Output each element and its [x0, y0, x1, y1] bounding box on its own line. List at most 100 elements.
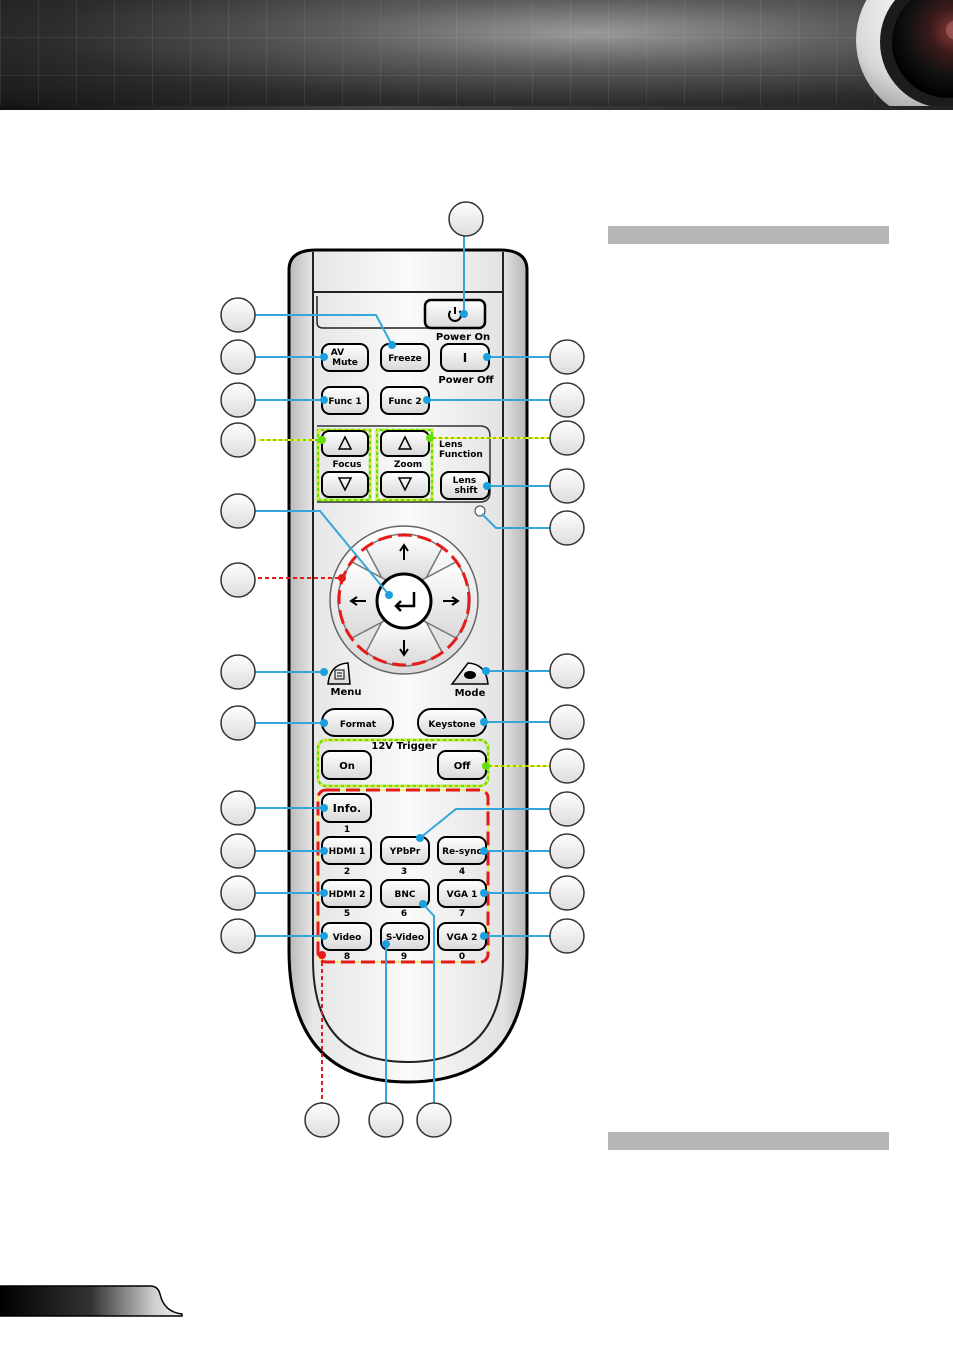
digit-label: 0	[459, 952, 465, 962]
freeze-button[interactable]	[380, 343, 430, 372]
lens-shift-label-line1: Lens	[453, 476, 477, 486]
arrow-up-icon	[399, 543, 409, 560]
mode-label: Mode	[455, 688, 486, 699]
leader-endpoint-dot	[338, 574, 346, 582]
leader-endpoint-dot	[320, 804, 328, 812]
callout-circle	[549, 468, 585, 504]
callout-circle	[549, 704, 585, 740]
lens-function-label-line2: Function	[439, 450, 483, 460]
arrow-down-icon	[399, 640, 409, 657]
callout-circle	[220, 339, 256, 375]
callout-circle	[220, 833, 256, 869]
zoom-up-button[interactable]	[380, 430, 430, 457]
leader-endpoint-dot	[320, 932, 328, 940]
leader-endpoint-dot	[419, 900, 427, 908]
leader-endpoint-dot	[480, 847, 488, 855]
digit-label: 4	[459, 867, 465, 877]
resync-label: Re-sync	[442, 847, 482, 857]
mode-icon	[464, 671, 476, 679]
keystone-label: Keystone	[428, 720, 475, 730]
leader-endpoint-dot	[483, 353, 491, 361]
leader-endpoint-dot	[320, 353, 328, 361]
menu-label: Menu	[331, 687, 362, 698]
footer-page-tab	[0, 1285, 183, 1317]
ypbpr-label: YPbPr	[389, 847, 421, 857]
func2-label: Func 2	[388, 397, 421, 407]
callout-circle	[549, 748, 585, 784]
remote-top-panel	[316, 296, 430, 329]
format-label: Format	[340, 720, 377, 730]
trigger-on-button[interactable]	[321, 750, 372, 780]
freeze-label: Freeze	[388, 354, 422, 364]
callout-circle	[549, 918, 585, 954]
ypbpr-button[interactable]	[380, 836, 430, 865]
leader-endpoint-dot	[416, 834, 424, 842]
zoom-label: Zoom	[394, 460, 422, 470]
digit-label: 3	[401, 867, 407, 877]
triangle-down-icon	[337, 477, 353, 492]
source-keypad-dashed-highlight	[316, 788, 490, 964]
info-label: Info.	[333, 802, 361, 815]
callout-circle	[220, 790, 256, 826]
projector-lens-graphic	[856, 0, 953, 110]
leader-endpoint-dot	[320, 668, 328, 676]
callout-circle	[220, 705, 256, 741]
leader-endpoint-dot	[482, 762, 490, 770]
digit-label: 6	[401, 909, 407, 919]
callout-circle	[549, 510, 585, 546]
bnc-button[interactable]	[380, 879, 430, 908]
leader-endpoint-dot	[482, 667, 490, 675]
arrow-left-icon	[349, 596, 366, 606]
power-on-label: Power On	[436, 332, 490, 343]
leader-endpoint-dot	[318, 951, 326, 959]
vga2-label: VGA 2	[447, 933, 478, 943]
leader-endpoint-dot	[382, 940, 390, 948]
lens-shift-label: Lens shift	[453, 476, 480, 496]
navigation-dashed-highlight	[337, 533, 471, 667]
hdmi1-label: HDMI 1	[329, 847, 366, 857]
func1-label: Func 1	[328, 397, 361, 407]
focus-label: Focus	[332, 460, 361, 470]
arrow-right-icon	[443, 596, 460, 606]
av-mute-label: AV Mute	[331, 348, 358, 368]
remote-inner-panel	[312, 252, 504, 1064]
callout-circle	[549, 791, 585, 827]
callout-circle	[549, 382, 585, 418]
trigger-on-label: On	[339, 761, 355, 772]
callout-circle	[220, 382, 256, 418]
av-mute-label-line2: Mute	[332, 358, 358, 368]
leader-endpoint-dot	[460, 310, 468, 318]
leader-endpoints	[318, 310, 491, 959]
callout-circle	[368, 1102, 404, 1138]
enter-button[interactable]	[375, 572, 433, 630]
focus-up-button[interactable]	[321, 430, 369, 457]
focus-down-button[interactable]	[321, 471, 369, 498]
leader-endpoint-dot	[320, 396, 328, 404]
video-label: Video	[333, 933, 362, 943]
callout-circle	[220, 918, 256, 954]
zoom-down-button[interactable]	[380, 471, 430, 498]
leader-endpoint-dot	[388, 341, 396, 349]
digit-label: 7	[459, 909, 465, 919]
av-mute-label-line1: AV	[331, 348, 344, 358]
triangle-up-icon	[397, 435, 413, 450]
callout-circle	[549, 833, 585, 869]
callout-circle	[220, 297, 256, 333]
digit-label: 9	[401, 952, 407, 962]
menu-icon	[334, 669, 345, 680]
callout-circle	[549, 653, 585, 689]
leader-endpoint-dot	[480, 718, 488, 726]
callout-circle	[549, 875, 585, 911]
leader-line	[255, 314, 393, 346]
vga1-label: VGA 1	[447, 890, 478, 900]
leader-endpoint-dot	[385, 591, 393, 599]
trigger-off-label: Off	[454, 761, 472, 772]
callout-circle	[220, 422, 256, 458]
leader-endpoint-dot	[483, 482, 491, 490]
power-on-symbol: I	[463, 351, 467, 365]
callout-circle	[220, 654, 256, 690]
callout-circle	[220, 875, 256, 911]
svideo-button[interactable]	[380, 922, 430, 951]
power-off-label: Power Off	[438, 375, 494, 386]
